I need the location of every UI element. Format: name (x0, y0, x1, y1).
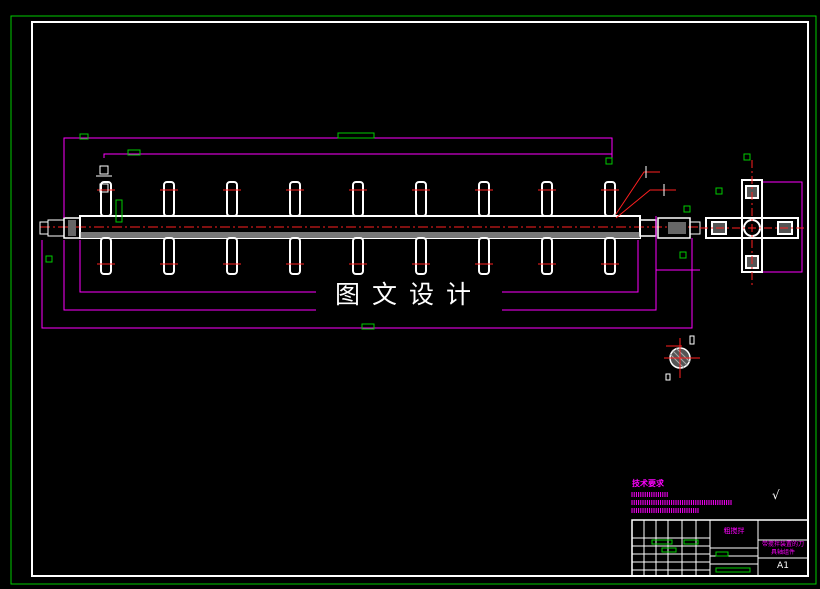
left-shaft-tip (39, 221, 49, 235)
title-block (631, 519, 809, 577)
outer-frame (10, 15, 817, 585)
blade-top (226, 181, 238, 217)
shaft-assembly (39, 181, 701, 275)
sheet-size-label: A1 (777, 561, 789, 571)
shaft-hatch (80, 232, 640, 238)
part-name-label: 粗搅拌 (723, 527, 745, 535)
blade-bottom (604, 237, 616, 275)
blade-bottom (352, 237, 364, 275)
section-view (664, 335, 700, 381)
blade-bottom (415, 237, 427, 275)
tech-requirements-title: 技术要求 (632, 479, 664, 488)
blade-top (289, 181, 301, 217)
cross-end-view (700, 160, 806, 286)
stirring-blades (97, 181, 619, 275)
blade-top (478, 181, 490, 217)
drawing-border (31, 21, 809, 577)
tech-requirements (631, 492, 732, 513)
blade-bottom (163, 237, 175, 275)
surface-roughness-symbol: √ (772, 488, 780, 502)
leader-lines (615, 171, 682, 347)
blade-bottom (541, 237, 553, 275)
blade-bottom (478, 237, 490, 275)
right-coupling-hatch (668, 222, 686, 234)
watermark-text: 图文设计 (334, 280, 483, 309)
blade-bottom (289, 237, 301, 275)
blade-bottom (100, 237, 112, 275)
left-bearing-hatch (68, 220, 76, 236)
blade-top (415, 181, 427, 217)
drawing-title-label: 带搅拌装置的刀具轴组件 (761, 541, 804, 556)
blade-top (604, 181, 616, 217)
dimension-labels (45, 132, 751, 330)
right-shaft-tip (689, 221, 701, 235)
blade-bottom (226, 237, 238, 275)
blade-top (352, 181, 364, 217)
blade-top (541, 181, 553, 217)
left-shaft-end (47, 219, 65, 237)
blade-top (100, 181, 112, 217)
watermark-background (316, 275, 502, 315)
leader-markers (96, 165, 665, 196)
right-bearing (639, 219, 657, 237)
blade-top (163, 181, 175, 217)
